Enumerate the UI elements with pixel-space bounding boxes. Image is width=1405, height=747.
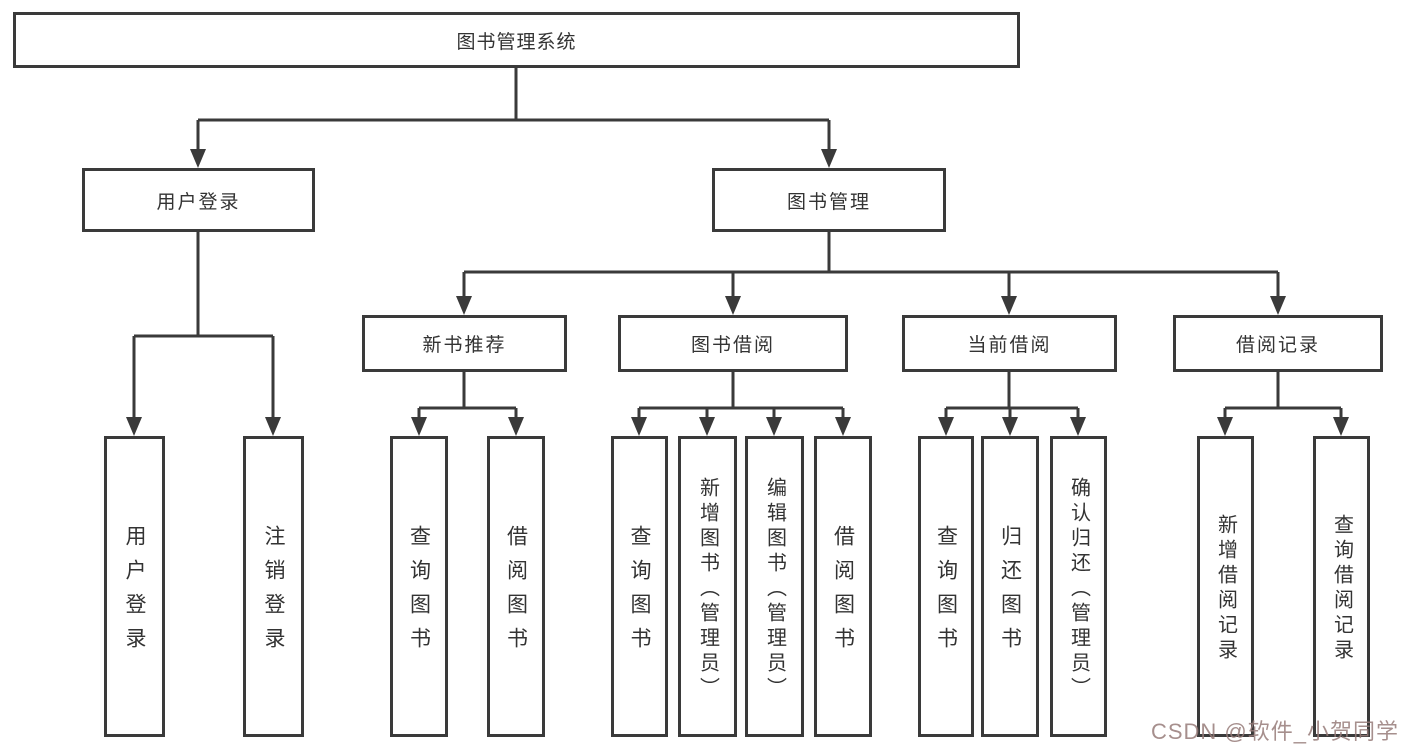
leaf-borrow-books: 借阅图书 — [814, 436, 872, 737]
leaf-logout: 注销登录 — [243, 436, 304, 737]
leaf-user-login: 用户登录 — [104, 436, 165, 737]
leaf-query-books-borrow: 查询图书 — [611, 436, 668, 737]
node-new-book-recommend: 新书推荐 — [362, 315, 567, 372]
leaf-add-borrow-record: 新增借阅记录 — [1197, 436, 1254, 737]
node-book-management: 图书管理 — [712, 168, 946, 232]
leaf-query-books-recommend: 查询图书 — [390, 436, 448, 737]
node-current-borrowing: 当前借阅 — [902, 315, 1117, 372]
node-library-management-system: 图书管理系统 — [13, 12, 1020, 68]
leaf-edit-books-admin: 编辑图书（管理员） — [745, 436, 804, 737]
leaf-confirm-return-admin: 确认归还（管理员） — [1050, 436, 1107, 737]
node-book-borrowing: 图书借阅 — [618, 315, 848, 372]
leaf-borrow-books-recommend: 借阅图书 — [487, 436, 545, 737]
node-user-login: 用户登录 — [82, 168, 315, 232]
leaf-query-books-current: 查询图书 — [918, 436, 974, 737]
csdn-watermark: CSDN @软件_小贺同学 — [1150, 719, 1399, 744]
leaf-query-borrow-record: 查询借阅记录 — [1313, 436, 1370, 737]
node-borrowing-records: 借阅记录 — [1173, 315, 1383, 372]
leaf-return-books: 归还图书 — [981, 436, 1039, 737]
leaf-add-books-admin: 新增图书（管理员） — [678, 436, 737, 737]
